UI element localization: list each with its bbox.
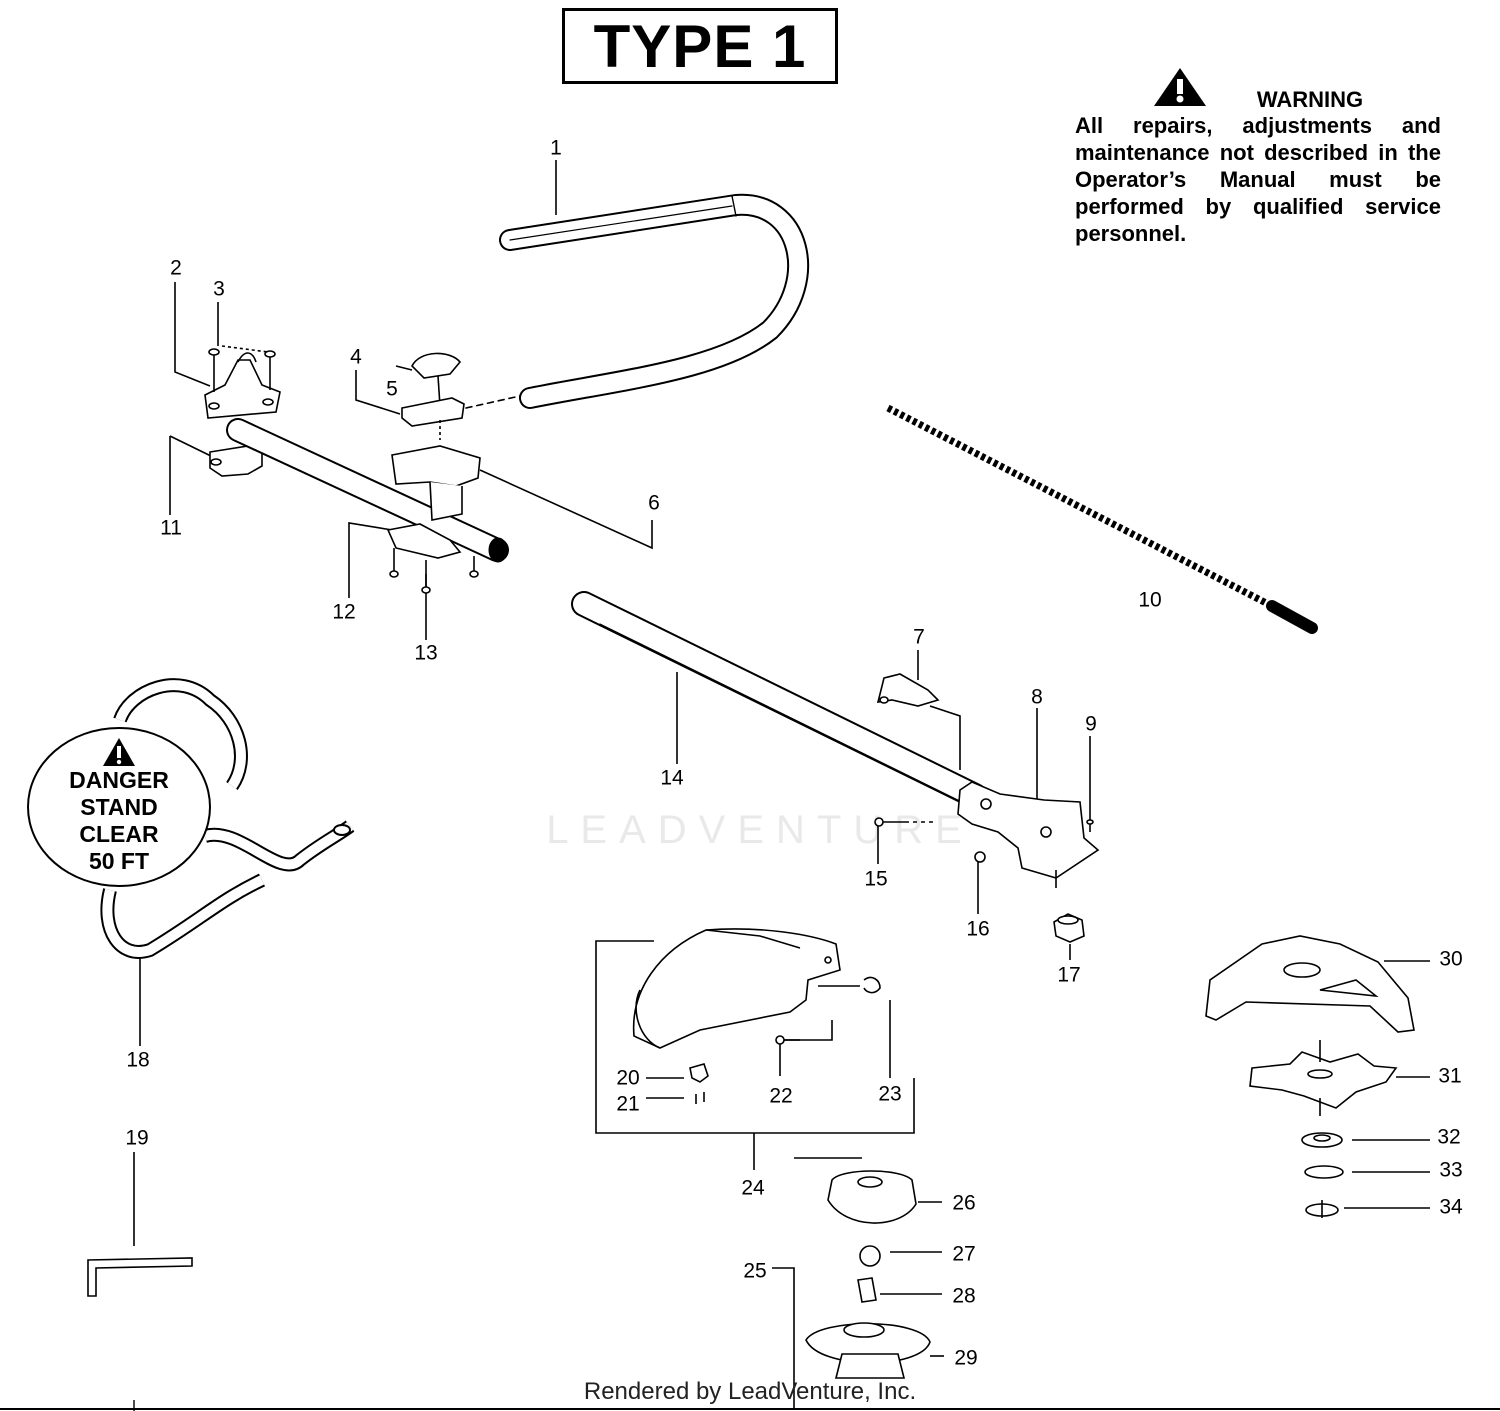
leader-24-bracket [595,940,915,1134]
callout-number: 22 [769,1084,793,1108]
callout-number: 1 [550,136,562,160]
callout-number: 25 [743,1259,767,1283]
danger-line: DANGER [69,767,169,793]
callout-number: 10 [1138,588,1162,612]
warning-triangle-icon [1153,67,1207,112]
leader-11b [169,435,216,459]
loop-handle [465,193,810,409]
callout-number: 6 [648,491,660,515]
callout-number: 24 [741,1176,765,1200]
callout-number: 29 [954,1346,978,1370]
callout-number: 19 [125,1126,149,1150]
callout-number: 18 [126,1048,150,1072]
leader-22 [779,1020,833,1076]
warning-triangle-icon [29,737,209,767]
callout-number: 3 [213,277,225,301]
screw-16 [974,851,986,863]
blade-shield [1205,935,1415,1033]
callout-number: 11 [160,516,182,540]
callout-number: 13 [414,641,438,665]
callout-number: 34 [1439,1195,1463,1219]
leader-25 [772,1267,795,1410]
warning-block: WARNING All repairs, adjustments and mai… [1075,66,1441,247]
leader-4 [355,370,401,415]
callout-number: 4 [350,345,362,369]
callout-number: 27 [952,1242,976,1266]
handle-bracket [204,345,281,419]
nut-17 [1053,913,1085,943]
callout-number: 16 [966,917,990,941]
callout-number: 14 [660,766,684,790]
front-handle-bar [226,418,509,563]
callout-number: 17 [1057,963,1081,987]
danger-line: CLEAR [79,821,159,847]
callout-number: 7 [913,625,925,649]
callout-number: 23 [878,1082,902,1106]
page-title: TYPE 1 [593,12,807,80]
handle-lower-clamp [386,523,479,594]
leader-2 [174,282,211,387]
shield-bracket [876,673,940,707]
callout-number: 5 [386,377,398,401]
leader-7b [929,705,961,770]
footer-credit: Rendered by LeadVenture, Inc. [583,1378,917,1405]
hex-key [87,1257,193,1297]
callout-number: 20 [616,1066,640,1090]
callout-number: 32 [1437,1125,1461,1149]
grass-guard [632,928,881,1049]
warning-header: WARNING [1075,66,1441,112]
callout-number: 21 [616,1092,640,1116]
trimmer-head [805,1170,931,1379]
callout-number: 8 [1031,685,1043,709]
screw-9 [1086,819,1094,832]
warning-heading: WARNING [1256,87,1364,112]
blade-washers [1301,1132,1344,1218]
screw-15 [874,817,935,827]
leader-5 [395,365,413,371]
danger-label: DANGER STAND CLEAR 50 FT [27,727,211,887]
shoulder-strap [100,678,355,959]
shaft-tube [571,591,988,809]
callout-number: 2 [170,256,182,280]
callout-number: 28 [952,1284,976,1308]
watermark: LEADVENTURE [546,808,974,852]
knob-clamp [391,352,481,521]
callout-number: 26 [952,1191,976,1215]
callout-number: 31 [1438,1064,1462,1088]
type-title-box: TYPE 1 [562,8,838,84]
callout-number: 9 [1085,712,1097,736]
danger-line: 50 FT [88,848,150,874]
callout-number: 30 [1439,947,1463,971]
leader-12 [348,522,393,598]
callout-number: 33 [1439,1158,1463,1182]
cutting-blade [1249,1040,1398,1116]
drive-shaft [886,404,1318,634]
leader-6 [479,469,653,550]
danger-line: STAND [80,794,158,820]
warning-text: All repairs, adjustments and maintenance… [1075,113,1441,246]
guard-hardware [689,1035,800,1104]
gear-head [957,781,1100,888]
callout-number: 12 [332,600,356,624]
callout-number: 15 [864,867,888,891]
